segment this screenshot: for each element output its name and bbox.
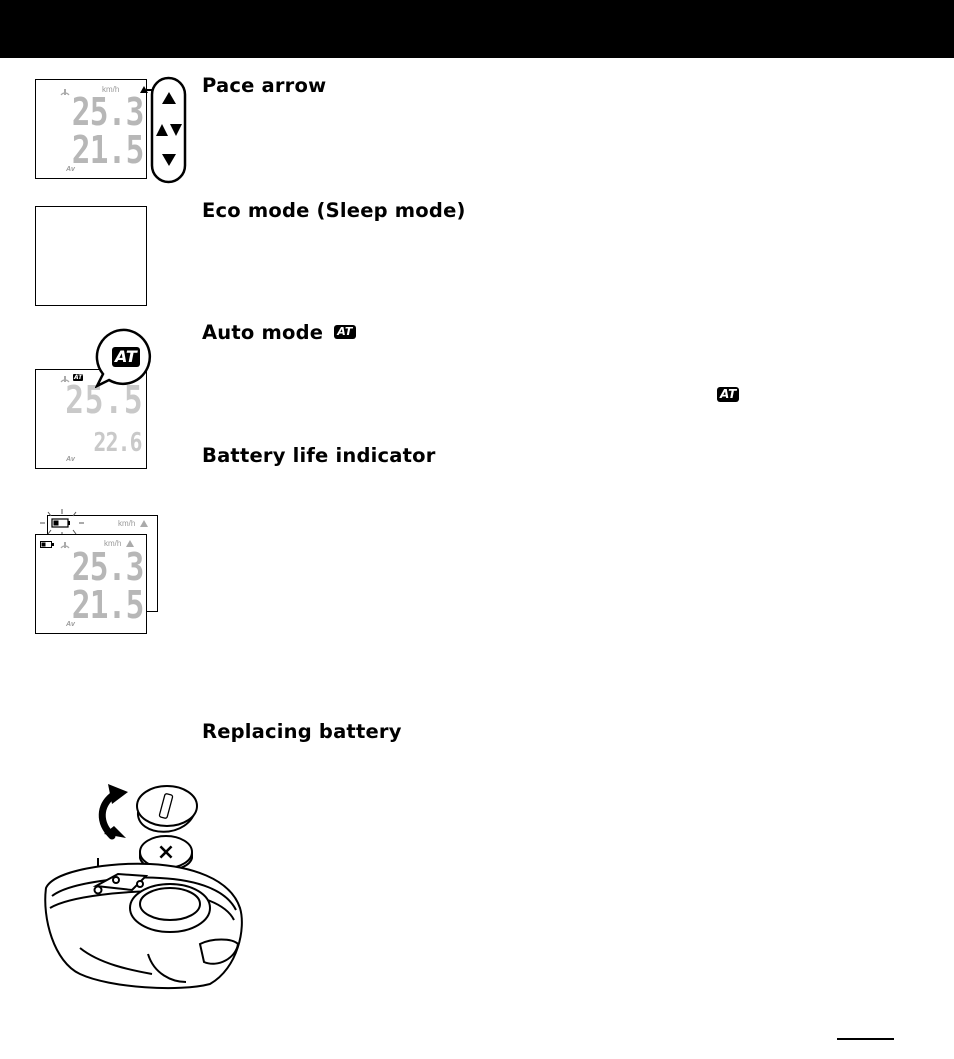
pace-up-arrow-icon xyxy=(140,86,148,93)
pace-arrow-callout xyxy=(147,76,187,184)
lcd-average-speed: 21.5 xyxy=(72,128,145,172)
footer-rule xyxy=(837,1038,894,1040)
at-inline-badge: AT xyxy=(717,387,740,402)
lcd-eco-display-blank xyxy=(35,206,147,306)
up-arrow-icon xyxy=(162,92,176,104)
header-bar xyxy=(0,0,954,58)
heading-auto-mode-text: Auto mode xyxy=(202,321,324,344)
lcd-auto-current-speed: 25.5 xyxy=(65,378,144,422)
lcd-auto-average-speed: 22.6 xyxy=(93,428,143,458)
heading-pace-arrow: Pace arrow xyxy=(202,74,327,97)
at-callout-badge: AT xyxy=(112,347,140,367)
lcd-unit-label: km/h xyxy=(104,539,122,548)
coin-battery: × xyxy=(139,835,193,871)
sensor-signal-icon xyxy=(60,376,70,383)
sensor-signal-icon xyxy=(60,89,70,96)
sensor-signal-icon xyxy=(60,542,70,549)
svg-text:×: × xyxy=(157,840,175,865)
lcd-average-label: Av xyxy=(66,456,75,463)
lcd-battery-display-front: km/h 25.3 21.5 Av xyxy=(35,534,147,634)
heading-eco-mode: Eco mode (Sleep mode) xyxy=(202,199,466,222)
lcd-current-speed: 25.3 xyxy=(72,90,145,134)
battery-replacement-illustration: × xyxy=(44,784,243,990)
lcd-current-speed: 25.3 xyxy=(72,545,145,589)
lcd-at-badge: AT xyxy=(73,374,84,381)
pace-up-arrow-icon xyxy=(140,520,148,527)
battery-cover xyxy=(136,785,198,833)
pace-up-arrow-icon xyxy=(126,540,134,547)
heading-auto-mode: Auto mode AT xyxy=(202,321,356,344)
heading-battery-life: Battery life indicator xyxy=(202,444,436,467)
lcd-auto-display: AT 25.5 22.6 Av xyxy=(35,369,147,469)
cycle-computer-body xyxy=(44,862,243,990)
lcd-average-label: Av xyxy=(66,166,75,173)
rotate-arrow-icon xyxy=(98,784,128,840)
at-heading-badge: AT xyxy=(334,324,356,339)
lcd-unit-label: km/h xyxy=(102,85,120,94)
lcd-unit-label: km/h xyxy=(118,519,136,528)
down-arrow-icon xyxy=(162,154,176,166)
lcd-average-speed: 21.5 xyxy=(72,583,145,627)
up-down-arrow-icon xyxy=(156,124,182,136)
heading-replacing-battery: Replacing battery xyxy=(202,720,402,743)
lcd-pace-display: km/h 25.3 21.5 Av xyxy=(35,79,148,179)
battery-low-icon xyxy=(40,541,54,548)
lcd-average-label: Av xyxy=(66,621,75,628)
battery-blinking-icon xyxy=(40,509,84,537)
